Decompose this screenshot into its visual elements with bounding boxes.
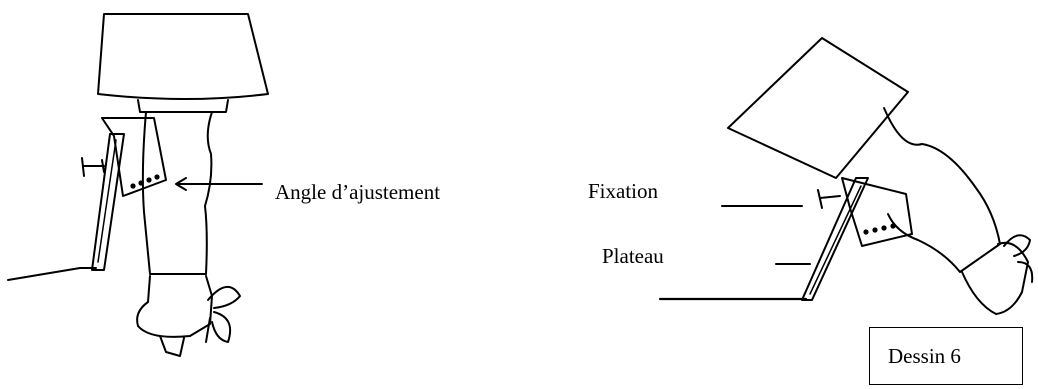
motor-upright bbox=[7, 13, 269, 357]
tilted-clamp-screw bbox=[817, 189, 841, 209]
tilted-transom-board bbox=[801, 177, 869, 301]
tilted-transom-inner bbox=[809, 185, 862, 295]
transom-inner bbox=[97, 139, 117, 263]
tilted-engine-cowling bbox=[727, 37, 909, 179]
engine-cowling bbox=[97, 13, 269, 100]
tilted-motor-leg bbox=[883, 107, 1001, 273]
skeg bbox=[159, 335, 185, 357]
trim-angle-arrow bbox=[175, 177, 263, 191]
tilted-lower-unit bbox=[961, 241, 1029, 315]
figure-caption: Dessin 6 bbox=[888, 344, 961, 368]
motor-tilted bbox=[658, 37, 1034, 315]
motor-leg bbox=[141, 111, 213, 275]
trim-angle-label: Angle d’ajustement bbox=[275, 180, 441, 204]
transom-label: Plateau bbox=[602, 244, 664, 268]
clamp-screw bbox=[81, 157, 105, 177]
caption-box bbox=[869, 327, 1023, 385]
tilted-propeller bbox=[1003, 234, 1034, 283]
cowling-neck bbox=[137, 99, 229, 113]
clamp-label: Fixation bbox=[588, 179, 659, 203]
tilted-adjustment-holes bbox=[863, 223, 896, 235]
transom-board bbox=[91, 133, 125, 271]
propeller bbox=[205, 286, 241, 343]
adjustment-holes bbox=[130, 174, 160, 189]
boat-hull-line bbox=[7, 267, 97, 281]
lower-unit bbox=[136, 275, 213, 338]
